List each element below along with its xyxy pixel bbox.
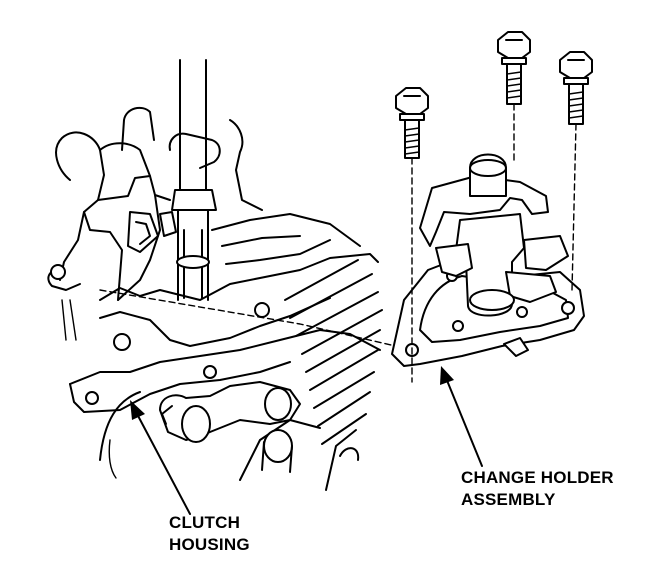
change-holder-assembly-label: CHANGE HOLDER ASSEMBLY bbox=[461, 467, 614, 511]
change-holder-assembly-label-line1: CHANGE HOLDER bbox=[461, 468, 614, 487]
clutch-housing-label-line2: HOUSING bbox=[169, 535, 250, 554]
clutch-housing-leader-arrow bbox=[130, 400, 191, 515]
flange-bolt-icon bbox=[559, 51, 593, 291]
flange-bolt-icon bbox=[395, 87, 429, 383]
change-holder-assembly-icon bbox=[391, 153, 585, 367]
change-holder-assembly-label-line2: ASSEMBLY bbox=[461, 490, 556, 509]
flange-bolt-icon bbox=[497, 31, 531, 161]
clutch-housing-label-line1: CLUTCH bbox=[169, 513, 241, 532]
change-holder-leader-arrow bbox=[440, 366, 483, 467]
clutch-housing-label: CLUTCH HOUSING bbox=[169, 512, 250, 556]
clutch-housing-icon bbox=[47, 59, 405, 491]
